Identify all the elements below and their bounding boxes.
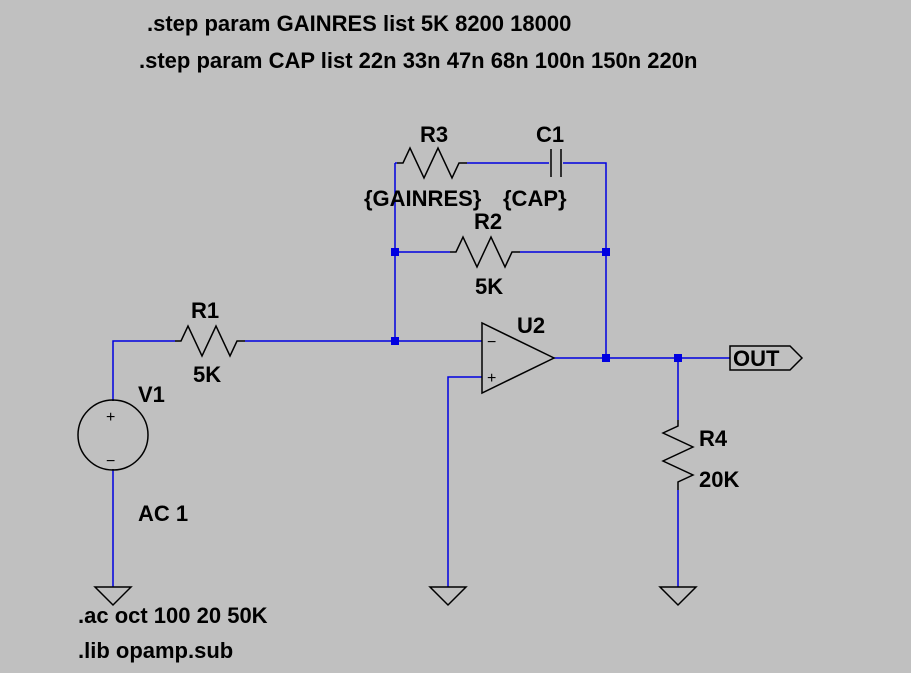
r1-name: R1 — [191, 298, 219, 323]
step-cap-directive[interactable]: .step param CAP list 22n 33n 47n 68n 100… — [139, 48, 697, 73]
junction-dot — [391, 337, 399, 345]
ground-icon — [428, 586, 468, 607]
wire-v1-to-r1[interactable] — [112, 340, 175, 400]
wires — [112, 162, 730, 587]
ground-icon — [93, 586, 133, 607]
r4-name: R4 — [699, 426, 728, 451]
wire-noninverting-to-ground[interactable] — [447, 376, 482, 587]
r2-name: R2 — [474, 209, 502, 234]
step-gainres-directive[interactable]: .step param GAINRES list 5K 8200 18000 — [147, 11, 571, 36]
junction-dot — [602, 248, 610, 256]
lib-include-directive[interactable]: .lib opamp.sub — [78, 638, 233, 663]
wire-c1-to-output-rail[interactable] — [563, 162, 607, 358]
voltage-source-v1[interactable] — [77, 399, 149, 471]
net-label-out[interactable] — [729, 345, 804, 371]
resistor-r4-icon — [661, 420, 695, 490]
r3-value[interactable]: {GAINRES} — [364, 186, 482, 211]
v1-name: V1 — [138, 382, 165, 407]
resistor-r4[interactable] — [661, 420, 695, 490]
resistor-r3-icon — [397, 146, 467, 180]
resistor-r2-icon — [450, 235, 520, 269]
ground-icon — [658, 586, 698, 607]
r2-value[interactable]: 5K — [475, 274, 503, 299]
junction-dot — [391, 248, 399, 256]
r3-name: R3 — [420, 122, 448, 147]
resistor-r2[interactable] — [450, 235, 520, 269]
c1-value[interactable]: {CAP} — [503, 186, 567, 211]
resistor-r3[interactable] — [397, 146, 467, 180]
opamp-triangle-icon — [481, 321, 556, 395]
capacitor-c1[interactable] — [550, 149, 562, 177]
resistor-r1-icon — [175, 324, 245, 358]
ac-analysis-directive[interactable]: .ac oct 100 20 50K — [78, 603, 268, 628]
resistor-r1[interactable] — [175, 324, 245, 358]
opamp-noninverting-sign: + — [487, 370, 496, 387]
v1-plus-sign: + — [106, 409, 115, 426]
net-label-out-text: OUT — [733, 346, 780, 371]
opamp-u2[interactable] — [481, 321, 556, 395]
net-flag-icon — [729, 345, 804, 371]
u2-name: U2 — [517, 313, 545, 338]
junction-dot — [674, 354, 682, 362]
r1-value[interactable]: 5K — [193, 362, 221, 387]
junction-dot — [602, 354, 610, 362]
r4-value[interactable]: 20K — [699, 467, 739, 492]
opamp-inverting-sign: − — [487, 334, 496, 351]
v1-minus-sign: − — [106, 453, 115, 470]
c1-name: C1 — [536, 122, 564, 147]
v1-value[interactable]: AC 1 — [138, 501, 188, 526]
